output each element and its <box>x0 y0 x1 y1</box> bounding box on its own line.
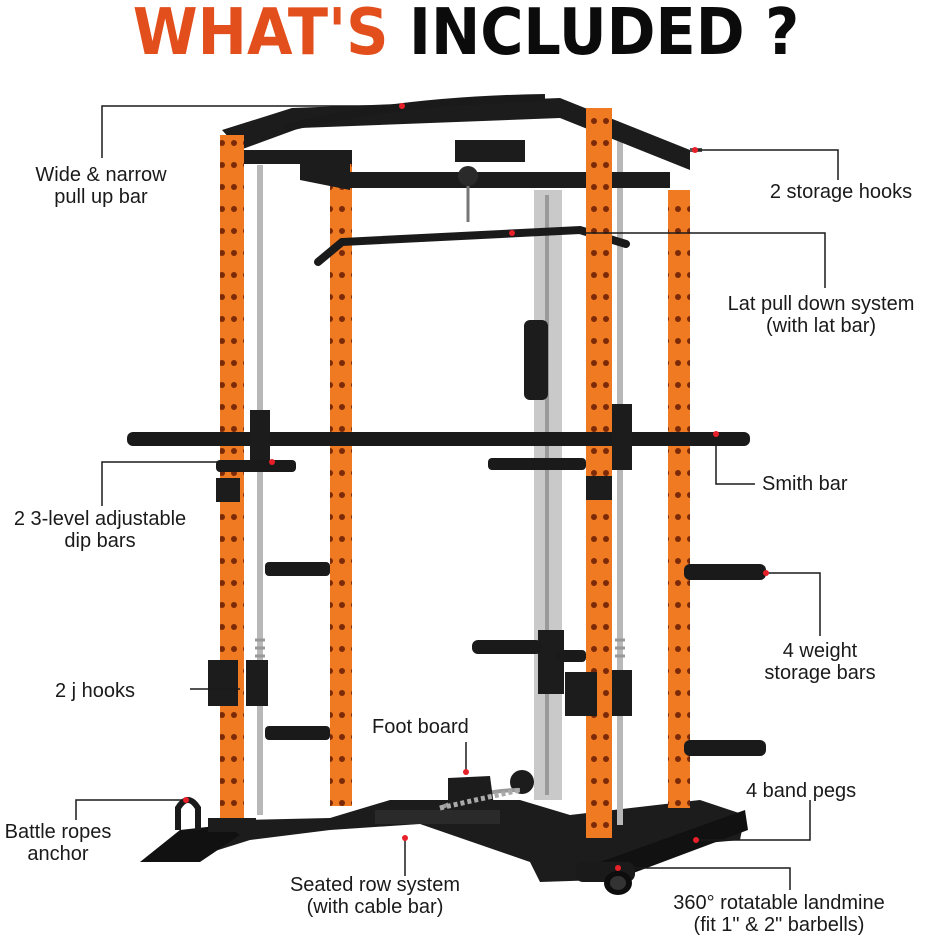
landmine <box>575 862 635 895</box>
pull-up-bar <box>284 94 546 132</box>
label-weight-storage-bars-line1: 4 weight <box>782 640 858 662</box>
label-battle-ropes-anchor: Battle ropes anchor <box>0 821 116 865</box>
label-pull-up-bar: Wide & narrow pull up bar <box>16 164 186 208</box>
headline-dark: INCLUDED ? <box>409 0 800 70</box>
foot-board <box>439 776 521 811</box>
label-seated-row: Seated row system (with cable bar) <box>272 874 478 918</box>
label-band-pegs: 4 band pegs <box>746 780 886 802</box>
label-pull-up-bar-line2: pull up bar <box>54 186 148 208</box>
label-landmine-line1: 360° rotatable landmine <box>673 892 885 914</box>
label-foot-board-line1: Foot board <box>372 716 469 738</box>
label-smith-bar-line1: Smith bar <box>762 473 848 495</box>
label-foot-board: Foot board <box>372 716 502 738</box>
label-seated-row-line1: Seated row system <box>289 874 461 896</box>
battle-rope-anchor <box>175 797 201 830</box>
rear-upright-right <box>668 190 690 808</box>
headline-accent: WHAT'S <box>132 0 389 70</box>
marker-dots <box>183 103 769 871</box>
lat-bar <box>314 225 630 266</box>
rear-upright-left <box>330 158 352 806</box>
label-battle-ropes-anchor-line2: anchor <box>27 843 89 865</box>
dip-bars <box>216 458 612 502</box>
label-storage-hooks-line1: 2 storage hooks <box>769 181 913 203</box>
label-lat-pull-down-line2: (with lat bar) <box>765 315 877 337</box>
headline: WHAT'S INCLUDED ? <box>37 0 894 70</box>
label-dip-bars-line1: 2 3-level adjustable <box>13 508 187 530</box>
leader-lines <box>75 105 839 890</box>
smith-bar <box>127 404 750 470</box>
guide-rod-right <box>617 135 623 825</box>
label-dip-bars-line2: dip bars <box>64 530 136 552</box>
label-landmine-line2: (fit 1" & 2" barbells) <box>693 914 865 936</box>
label-battle-ropes-anchor-line1: Battle ropes <box>4 821 112 843</box>
label-pull-up-bar-line1: Wide & narrow <box>35 164 167 186</box>
label-seated-row-line2: (with cable bar) <box>306 896 444 918</box>
label-weight-storage-bars: 4 weight storage bars <box>748 640 892 684</box>
label-dip-bars: 2 3-level adjustable dip bars <box>0 508 200 552</box>
label-lat-pull-down-line1: Lat pull down system <box>727 293 915 315</box>
guide-rod-left <box>257 165 263 815</box>
label-weight-storage-bars-line2: storage bars <box>764 662 876 684</box>
label-j-hooks-line1: 2 j hooks <box>55 680 136 702</box>
label-smith-bar: Smith bar <box>762 473 882 495</box>
label-lat-pull-down: Lat pull down system (with lat bar) <box>712 293 930 337</box>
weight-storage-bars <box>265 562 766 756</box>
label-band-pegs-line1: 4 band pegs <box>746 780 857 802</box>
label-storage-hooks: 2 storage hooks <box>756 181 926 203</box>
label-landmine: 360° rotatable landmine (fit 1" & 2" bar… <box>652 892 906 936</box>
springs <box>255 638 625 658</box>
top-frame <box>222 98 702 222</box>
label-j-hooks: 2 j hooks <box>55 680 185 702</box>
j-hooks <box>208 660 632 716</box>
